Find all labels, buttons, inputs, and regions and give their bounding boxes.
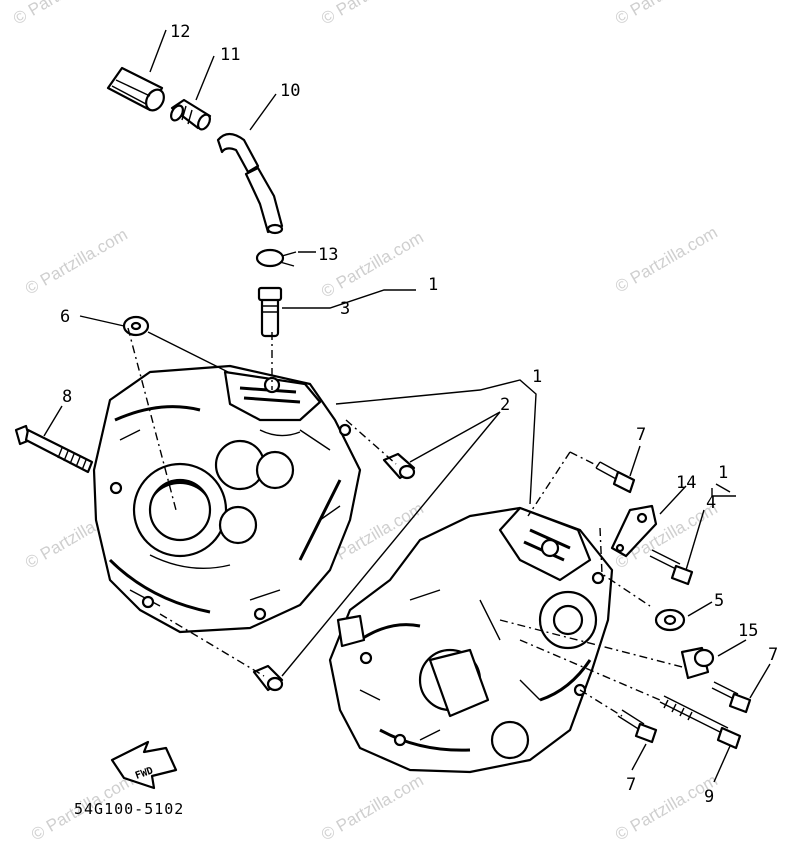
callout-14: 14 xyxy=(676,473,696,493)
part-5-washer[interactable] xyxy=(654,608,686,632)
crankcase-right-half[interactable] xyxy=(328,506,614,774)
callout-1b: 1 xyxy=(532,367,542,387)
callout-13: 13 xyxy=(318,245,338,265)
part-2-dowel-pin-lower[interactable] xyxy=(252,664,284,692)
callouts: 12 11 10 13 3 1 6 8 1 2 7 14 1 4 5 15 7 … xyxy=(60,22,778,807)
callout-8: 8 xyxy=(62,387,72,407)
crankcase-left-half[interactable] xyxy=(92,364,362,634)
part-7-bolt-right[interactable] xyxy=(711,681,752,714)
part-7-bolt-upper[interactable] xyxy=(595,461,636,494)
callout-7b: 7 xyxy=(768,645,778,665)
callout-5: 5 xyxy=(714,591,724,611)
callout-3: 3 xyxy=(340,299,350,319)
callout-12: 12 xyxy=(170,22,190,42)
part-15-clamp[interactable] xyxy=(680,646,715,680)
callout-15: 15 xyxy=(738,621,758,641)
leader-lines xyxy=(43,29,771,783)
part-7-bolt-lower[interactable] xyxy=(617,709,658,744)
callout-11: 11 xyxy=(220,45,240,65)
callout-6: 6 xyxy=(60,307,70,327)
part-11-fitting[interactable] xyxy=(169,98,213,131)
leader-bracket xyxy=(711,488,736,497)
part-8-long-bolt[interactable] xyxy=(14,424,94,474)
callout-2: 2 xyxy=(500,395,510,415)
part-9-long-bolt[interactable] xyxy=(659,695,742,750)
part-13-hose-clip[interactable] xyxy=(255,248,297,268)
callout-1c: 1 xyxy=(718,463,728,483)
part-14-bracket[interactable] xyxy=(610,504,658,558)
part-4-bolt[interactable] xyxy=(649,549,694,586)
callout-1a: 1 xyxy=(428,275,438,295)
callout-9: 9 xyxy=(704,787,714,807)
part-10-breather-hose[interactable] xyxy=(216,132,284,235)
callout-10: 10 xyxy=(280,81,300,101)
fwd-arrow-icon: FWD xyxy=(110,740,178,790)
part-6-grommet[interactable] xyxy=(122,315,150,337)
part-3-breather-pipe[interactable] xyxy=(257,286,283,338)
callout-7a: 7 xyxy=(636,425,646,445)
diagram-code: 54G100-5102 xyxy=(74,800,185,818)
callout-4: 4 xyxy=(706,493,716,513)
part-12-hose-cap[interactable] xyxy=(106,66,167,114)
callout-7c: 7 xyxy=(626,775,636,795)
